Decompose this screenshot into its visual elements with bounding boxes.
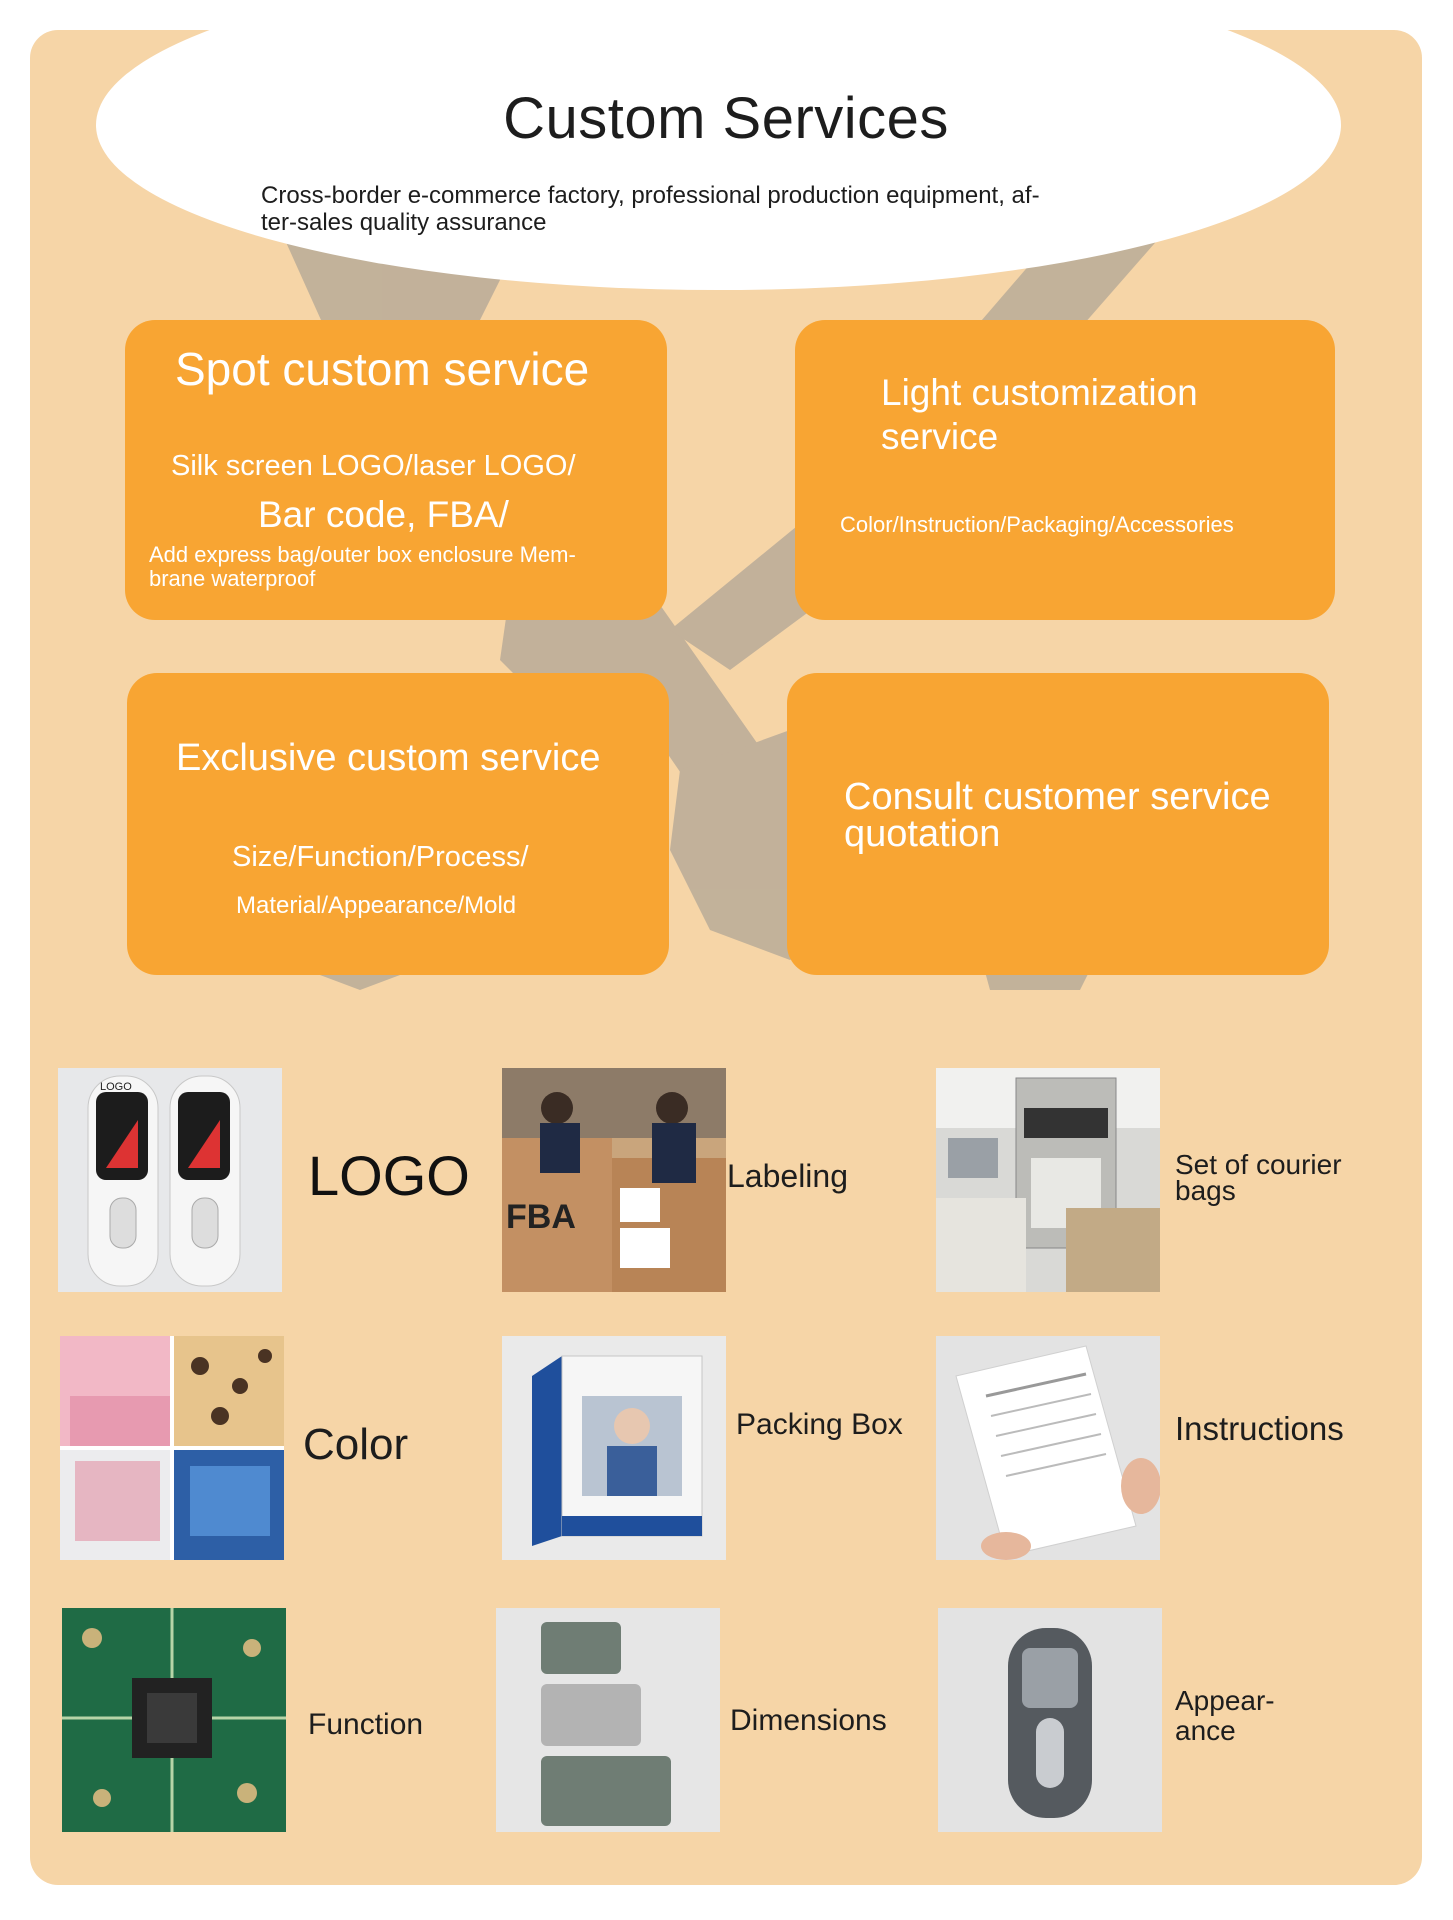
- card-light-custom: Light customization service Color/Instru…: [795, 320, 1335, 620]
- function-circuit-photo: [62, 1608, 286, 1832]
- card-light-title-a: Light customization: [881, 372, 1198, 413]
- labeling-photo: FBA: [502, 1068, 726, 1292]
- card-exclusive-line2: Material/Appearance/Mold: [236, 892, 517, 919]
- subtitle-line-1: Cross-border e-commerce factory, profess…: [261, 182, 1040, 209]
- card-consult-title-b: quotation: [844, 813, 1001, 855]
- label-instructions: Instructions: [1175, 1410, 1344, 1447]
- label-courier-bags: Set of courier bags: [1175, 1149, 1342, 1206]
- card-spot-line3a: Add express bag/outer box enclosure Mem-: [149, 542, 576, 567]
- card-spot-line3b: brane waterproof: [149, 566, 316, 591]
- page-subtitle: Cross-border e-commerce factory, profess…: [261, 182, 1141, 236]
- label-courier-line-a: Set of courier: [1175, 1149, 1342, 1180]
- logo-controller-photo: LOGO: [58, 1068, 282, 1292]
- card-spot-title: Spot custom service: [175, 343, 590, 395]
- packing-box-photo: [502, 1336, 726, 1560]
- card-consult-quotation: Consult customer service quotation: [787, 673, 1329, 975]
- card-exclusive-title: Exclusive custom service: [176, 737, 601, 779]
- label-appearance-line-b: ance: [1175, 1715, 1236, 1746]
- card-exclusive-custom: Exclusive custom service Size/Function/P…: [127, 673, 669, 975]
- label-packing-box: Packing Box: [736, 1408, 903, 1441]
- instructions-photo: [936, 1336, 1160, 1560]
- card-spot-line1: Silk screen LOGO/laser LOGO/: [171, 450, 576, 482]
- label-courier-line-b: bags: [1175, 1175, 1236, 1206]
- label-appearance-line-a: Appear-: [1175, 1685, 1275, 1716]
- card-exclusive-line1: Size/Function/Process/: [232, 841, 529, 873]
- card-light-title-b: service: [881, 416, 999, 457]
- page-panel: Custom Services Cross-border e-commerce …: [30, 30, 1422, 1885]
- header-ellipse: [96, 30, 1341, 290]
- page-title: Custom Services: [503, 86, 949, 151]
- appearance-controller-photo: [938, 1608, 1162, 1832]
- courier-bag-machine-photo: [936, 1068, 1160, 1292]
- subtitle-line-2: ter-sales quality assurance: [261, 209, 547, 236]
- label-labeling: Labeling: [727, 1158, 848, 1194]
- label-logo: LOGO: [308, 1144, 470, 1207]
- card-consult-title-a: Consult customer service: [844, 776, 1271, 818]
- label-dimensions: Dimensions: [730, 1704, 887, 1737]
- color-fabrics-photo: [60, 1336, 284, 1560]
- card-spot-line2: Bar code, FBA/: [258, 494, 509, 535]
- label-color: Color: [303, 1420, 409, 1469]
- label-function: Function: [308, 1708, 424, 1741]
- logo-photo-text: LOGO: [100, 1081, 132, 1093]
- labeling-photo-text: FBA: [506, 1198, 576, 1236]
- card-spot-custom: Spot custom service Silk screen LOGO/las…: [125, 320, 667, 620]
- label-appearance: Appear- ance: [1175, 1686, 1275, 1746]
- dimensions-pads-photo: [496, 1608, 720, 1832]
- card-light-line1: Color/Instruction/Packaging/Accessories: [840, 512, 1234, 537]
